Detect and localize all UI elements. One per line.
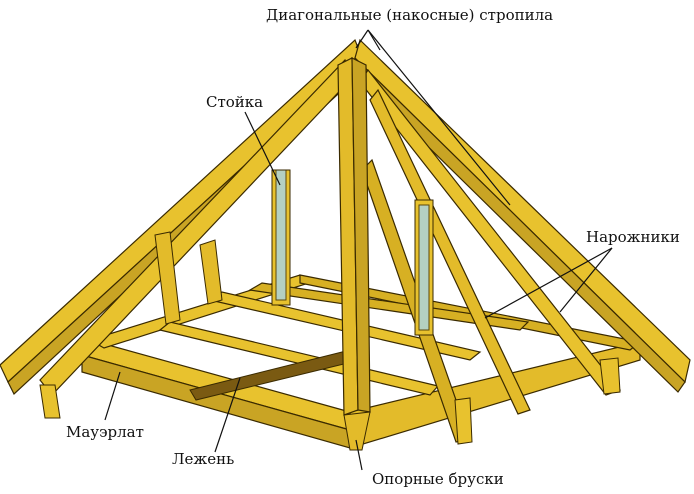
posts	[271, 169, 434, 336]
leader-lines	[104, 29, 613, 471]
right-diagonal-rafter	[349, 38, 691, 393]
label-wall-plate: Мауэрлат	[66, 423, 144, 441]
central-post	[337, 57, 371, 416]
front-left-rafter	[39, 58, 353, 396]
support-bar	[343, 411, 371, 451]
label-sill-beam: Лежень	[172, 450, 235, 468]
label-support-bars: Опорные бруски	[372, 470, 504, 488]
label-jack-rafters: Нарожники	[586, 228, 680, 246]
left-diagonal-rafter	[0, 38, 365, 395]
left-supports	[39, 231, 621, 445]
label-post: Стойка	[206, 93, 264, 111]
label-diagonal-rafters: Диагональные (накосные) стропила	[266, 6, 554, 24]
